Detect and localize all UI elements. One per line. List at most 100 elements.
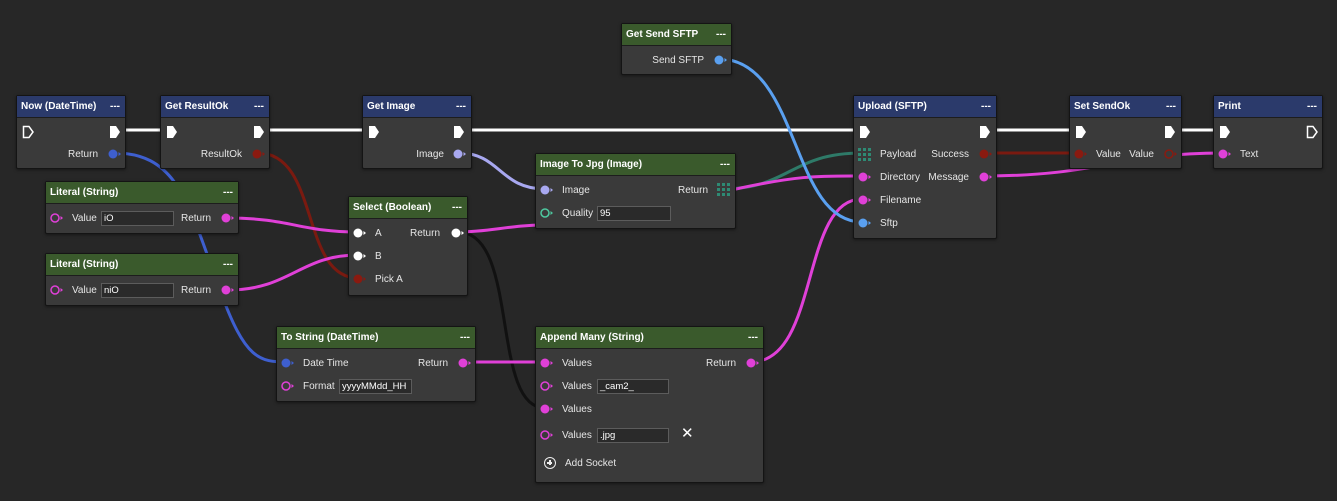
node-header[interactable]: Now (DateTime)--- <box>17 96 125 118</box>
add-socket-button[interactable]: Add Socket <box>565 458 617 469</box>
values-in-pin-icon[interactable] <box>540 380 554 392</box>
string-out-pin-icon[interactable] <box>221 284 235 296</box>
a-in-pin-icon[interactable] <box>353 227 367 239</box>
node-literal-string-2[interactable]: Literal (String)--- Value niO Return <box>45 253 239 306</box>
node-get-resultok[interactable]: Get ResultOk--- ResultOk <box>160 95 270 169</box>
values-in-pin-icon[interactable] <box>540 429 554 441</box>
node-menu-button[interactable]: --- <box>720 159 730 170</box>
send-sftp-label: Send SFTP <box>652 55 704 66</box>
success-out-pin-icon[interactable] <box>979 148 993 160</box>
node-to-string-datetime[interactable]: To String (DateTime)--- Date Time Return… <box>276 326 476 402</box>
values-input[interactable]: _cam2_ <box>597 379 669 394</box>
directory-label: Directory <box>880 172 921 183</box>
values-in-pin-icon[interactable] <box>540 403 554 415</box>
node-get-send-sftp[interactable]: Get Send SFTP --- Send SFTP <box>621 23 732 75</box>
node-menu-button[interactable]: --- <box>1307 101 1317 112</box>
node-title: Get Send SFTP <box>626 29 699 40</box>
node-now-datetime[interactable]: Now (DateTime)--- Return <box>16 95 126 169</box>
node-header[interactable]: Set SendOk--- <box>1070 96 1181 118</box>
image-out-pin-icon[interactable] <box>453 148 467 160</box>
format-in-pin-icon[interactable] <box>281 380 295 392</box>
quality-input[interactable]: 95 <box>597 206 671 221</box>
node-header[interactable]: Get ResultOk --- <box>161 96 269 118</box>
format-input[interactable]: yyyyMMdd_HH <box>339 379 412 394</box>
node-header[interactable]: Literal (String)--- <box>46 182 238 204</box>
node-menu-button[interactable]: --- <box>456 101 466 112</box>
message-out-pin-icon[interactable] <box>979 171 993 183</box>
node-title: Upload (SFTP) <box>858 101 927 112</box>
sftp-out-pin-icon[interactable] <box>714 54 728 66</box>
exec-in-pin-icon[interactable] <box>1075 125 1087 139</box>
node-menu-button[interactable]: --- <box>110 101 120 112</box>
node-header[interactable]: Print--- <box>1214 96 1322 118</box>
exec-out-pin-icon[interactable] <box>1164 125 1176 139</box>
exec-in-pin-icon[interactable] <box>1219 125 1231 139</box>
text-in-pin-icon[interactable] <box>1218 148 1232 160</box>
exec-out-pin-icon[interactable] <box>453 125 465 139</box>
node-menu-button[interactable]: --- <box>748 332 758 343</box>
exec-out-pin-icon[interactable] <box>979 125 991 139</box>
b-in-pin-icon[interactable] <box>353 250 367 262</box>
node-get-image[interactable]: Get Image--- Image <box>362 95 472 169</box>
exec-in-pin-icon[interactable] <box>368 125 380 139</box>
node-title: Get ResultOk <box>165 101 229 112</box>
exec-out-pin-icon[interactable] <box>253 125 265 139</box>
values-input[interactable]: .jpg <box>597 428 669 443</box>
value-in-pin-icon[interactable] <box>50 284 64 296</box>
node-header[interactable]: Literal (String) --- <box>46 254 238 276</box>
node-header[interactable]: Upload (SFTP) --- <box>854 96 996 118</box>
value-input[interactable]: niO <box>101 283 174 298</box>
pick-a-in-pin-icon[interactable] <box>353 273 367 285</box>
exec-out-pin-icon[interactable] <box>109 125 121 139</box>
node-header[interactable]: Append Many (String) --- <box>536 327 763 349</box>
node-title: Literal (String) <box>50 259 119 270</box>
node-image-to-jpg[interactable]: Image To Jpg (Image)--- Image Return Qua… <box>535 153 736 229</box>
node-header[interactable]: To String (DateTime)--- <box>277 327 475 349</box>
node-menu-button[interactable]: --- <box>254 101 264 112</box>
sftp-in-pin-icon[interactable] <box>858 217 872 229</box>
node-set-sendok[interactable]: Set SendOk--- Value Value <box>1069 95 1182 169</box>
node-literal-string-1[interactable]: Literal (String)--- Value iO Return <box>45 181 239 234</box>
value-out-pin-icon[interactable] <box>1164 148 1178 160</box>
return-out-pin-icon[interactable] <box>451 227 465 239</box>
node-title: Append Many (String) <box>540 332 644 343</box>
node-header[interactable]: Image To Jpg (Image)--- <box>536 154 735 176</box>
filename-in-pin-icon[interactable] <box>858 194 872 206</box>
string-out-pin-icon[interactable] <box>221 212 235 224</box>
node-menu-button[interactable]: --- <box>223 259 233 270</box>
value-in-pin-icon[interactable] <box>1074 148 1088 160</box>
payload-in-grid-icon[interactable] <box>858 148 871 161</box>
node-menu-button[interactable]: --- <box>223 187 233 198</box>
image-in-pin-icon[interactable] <box>540 184 554 196</box>
image-label: Image <box>416 149 444 160</box>
exec-in-pin-icon[interactable] <box>859 125 871 139</box>
bool-out-pin-icon[interactable] <box>252 148 266 160</box>
exec-in-pin-icon[interactable] <box>22 125 34 139</box>
node-print[interactable]: Print--- Text <box>1213 95 1323 169</box>
datetime-out-pin-icon[interactable] <box>108 148 122 160</box>
datetime-in-pin-icon[interactable] <box>281 357 295 369</box>
node-append-many-string[interactable]: Append Many (String)--- Values Return Va… <box>535 326 764 483</box>
string-out-pin-icon[interactable] <box>458 357 472 369</box>
directory-in-pin-icon[interactable] <box>858 171 872 183</box>
exec-in-pin-icon[interactable] <box>166 125 178 139</box>
value-input[interactable]: iO <box>101 211 174 226</box>
string-out-pin-icon[interactable] <box>746 357 760 369</box>
values-in-pin-icon[interactable] <box>540 357 554 369</box>
node-header[interactable]: Select (Boolean)--- <box>349 197 467 219</box>
node-header[interactable]: Get Image--- <box>363 96 471 118</box>
node-header[interactable]: Get Send SFTP --- <box>622 24 731 46</box>
node-menu-button[interactable]: --- <box>460 332 470 343</box>
exec-out-pin-icon[interactable] <box>1306 125 1318 139</box>
node-menu-button[interactable]: --- <box>981 101 991 112</box>
node-menu-button[interactable]: --- <box>452 202 462 213</box>
node-upload-sftp[interactable]: Upload (SFTP)--- Payload Success Directo… <box>853 95 997 239</box>
node-select-boolean[interactable]: Select (Boolean)--- A Return B Pick A <box>348 196 468 296</box>
node-menu-button[interactable]: --- <box>1166 101 1176 112</box>
add-socket-icon[interactable] <box>544 457 556 469</box>
remove-socket-icon[interactable]: ✕ <box>681 425 694 442</box>
quality-in-pin-icon[interactable] <box>540 207 554 219</box>
bytes-out-grid-icon[interactable] <box>717 183 730 196</box>
node-menu-button[interactable]: --- <box>716 29 726 40</box>
value-in-pin-icon[interactable] <box>50 212 64 224</box>
